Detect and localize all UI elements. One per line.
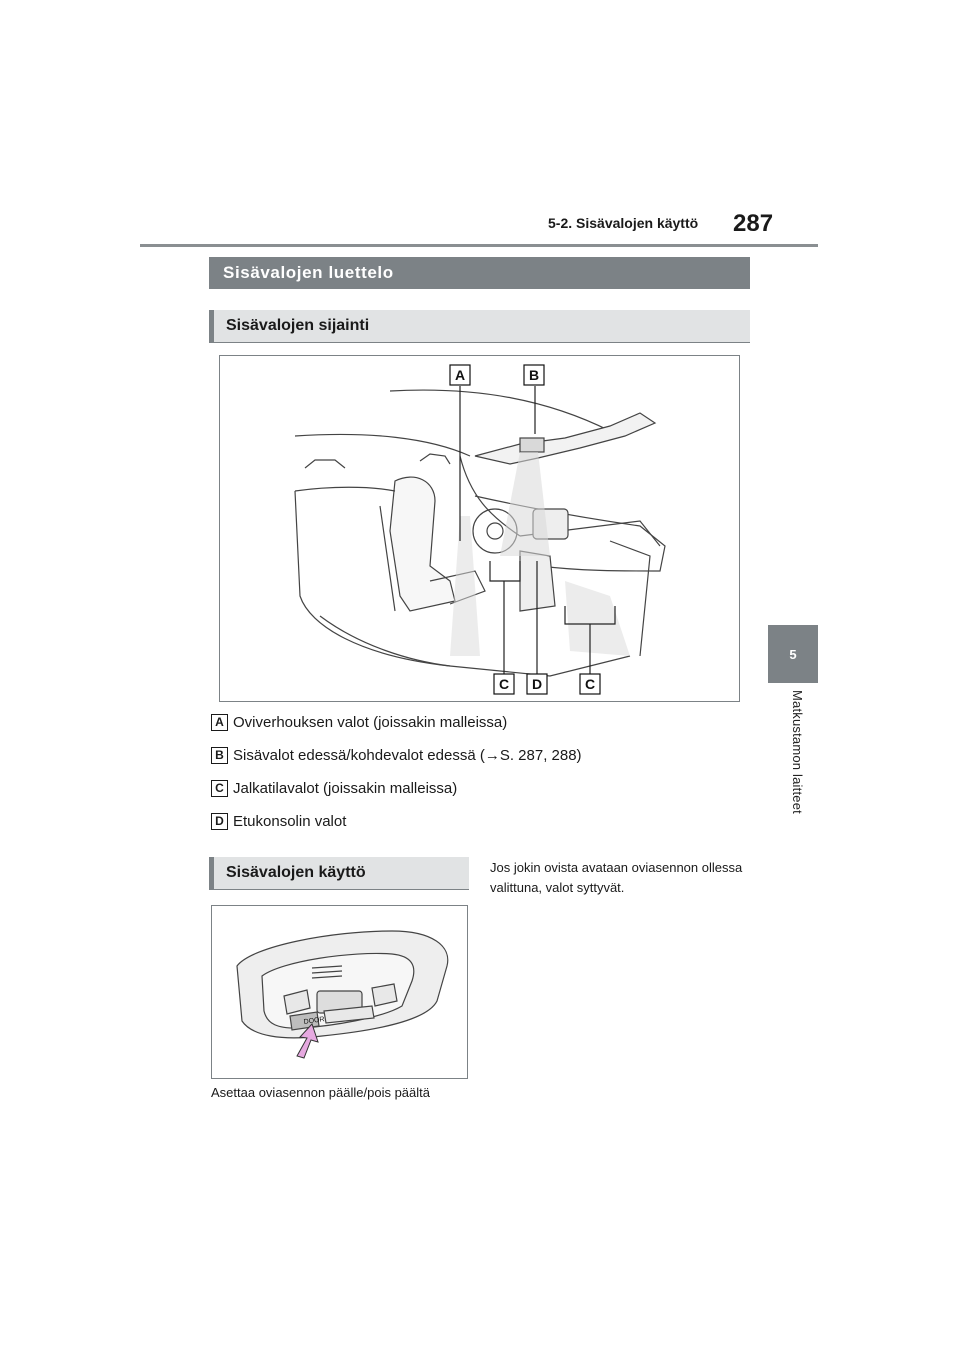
figure-label-b: B xyxy=(523,364,545,386)
legend-text-c: Jalkatilavalot (joissakin malleissa) xyxy=(233,779,458,797)
legend-text-b: Sisävalot edessä/kohdevalot edessä (→S. … xyxy=(233,746,582,764)
legend-item-a: A Oviverhouksen valot (joissakin malleis… xyxy=(211,711,507,733)
chapter-label: Matkustamon laitteet xyxy=(790,690,805,814)
subsection-title-location: Sisävalojen sijainti xyxy=(209,310,750,343)
legend-item-d: D Etukonsolin valot xyxy=(211,810,346,832)
svg-text:A: A xyxy=(455,367,465,383)
subsection-title-usage: Sisävalojen käyttö xyxy=(209,857,469,890)
legend-item-c: C Jalkatilavalot (joissakin malleissa) xyxy=(211,777,457,799)
svg-text:C: C xyxy=(499,676,509,692)
section-heading: 5-2. Sisävalojen käyttö xyxy=(548,215,699,231)
legend-text-a: Oviverhouksen valot (joissakin malleissa… xyxy=(233,713,508,731)
panel-caption: Asettaa oviasennon päälle/pois päältä xyxy=(211,1085,430,1100)
car-interior-drawing: A B C D C xyxy=(294,364,666,695)
svg-text:D: D xyxy=(532,676,542,692)
figure-label-a: A xyxy=(449,364,471,386)
section-title: Sisävalojen luettelo xyxy=(209,257,750,289)
overhead-panel-illustration: DOOR xyxy=(211,905,468,1079)
door-button-label: DOOR xyxy=(303,1016,325,1026)
legend-item-b: B Sisävalot edessä/kohdevalot edessä (→S… xyxy=(211,744,582,766)
figure-label-c-right: C xyxy=(579,673,601,695)
interior-lights-illustration: A B C D C xyxy=(219,355,740,702)
chapter-number: 5 xyxy=(789,646,797,662)
pointer-arrow-icon xyxy=(296,1023,319,1059)
header-rule xyxy=(140,244,818,247)
overhead-panel-drawing: DOOR xyxy=(236,930,449,1059)
figure-label-d: D xyxy=(526,673,548,695)
legend-key-c: C xyxy=(211,779,228,797)
usage-paragraph: Jos jokin ovista avataan oviasennon olle… xyxy=(490,860,743,895)
figure-label-c-left: C xyxy=(493,673,515,695)
legend-key-d: D xyxy=(211,812,228,830)
chapter-tab: 5 xyxy=(768,625,818,683)
legend-key-b: B xyxy=(211,746,228,764)
legend-text-d: Etukonsolin valot xyxy=(233,812,347,830)
page-number: 287 xyxy=(733,210,774,237)
legend-key-a: A xyxy=(211,713,228,731)
svg-text:C: C xyxy=(585,676,595,692)
svg-text:B: B xyxy=(529,367,539,383)
